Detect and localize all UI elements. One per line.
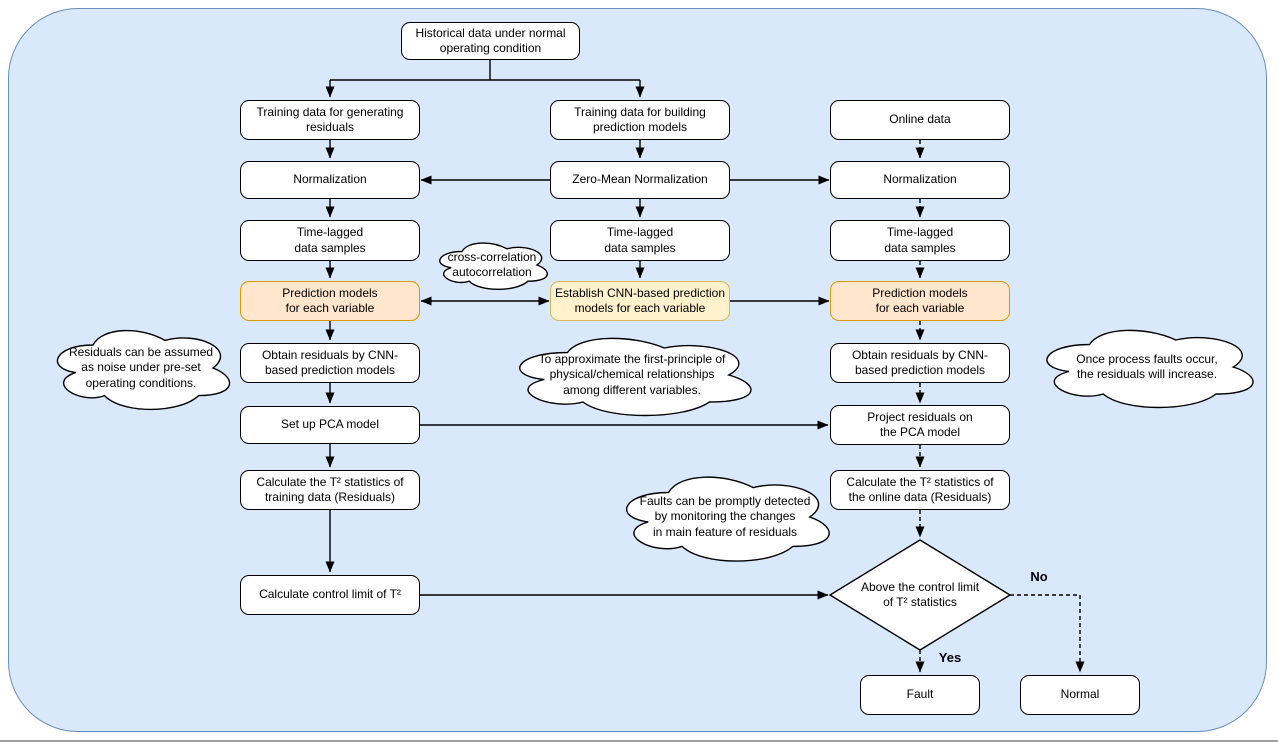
node-residuals-right: Obtain residuals by CNN- based predictio…: [830, 343, 1010, 383]
edge-label-no: No: [1030, 568, 1048, 584]
cloud-detect: Faults can be promptly detected by monit…: [639, 493, 811, 539]
cloud-increase: Once process faults occur, the residuals…: [1076, 351, 1218, 381]
cloud-correlation: cross-correlation autocorrelation: [447, 249, 537, 279]
node-establish-cnn: Establish CNN-based prediction models fo…: [550, 281, 730, 321]
node-lag-right: Time-lagged data samples: [830, 220, 1010, 261]
node-control-limit: Calculate control limit of T²: [240, 575, 420, 615]
node-residuals-left: Obtain residuals by CNN- based predictio…: [240, 343, 420, 383]
node-project-pca: Project residuals on the PCA model: [830, 405, 1010, 445]
node-normal: Normal: [1020, 675, 1140, 715]
node-norm-right: Normalization: [830, 161, 1010, 199]
node-decision: Above the control limit of T² statistics: [860, 579, 980, 609]
page-edge-line: [0, 740, 1278, 742]
node-pred-right: Prediction models for each variable: [830, 281, 1010, 321]
edge-label-yes: Yes: [938, 649, 962, 665]
node-online-data: Online data: [830, 100, 1010, 140]
node-lag-left: Time-lagged data samples: [240, 220, 420, 261]
node-train-models: Training data for building prediction mo…: [550, 100, 730, 140]
node-setup-pca: Set up PCA model: [240, 406, 420, 444]
cloud-approximate: To approximate the first-principle of ph…: [538, 351, 726, 397]
cloud-noise: Residuals can be assumed as noise under …: [68, 344, 214, 390]
node-norm-left: Normalization: [240, 161, 420, 199]
node-lag-mid: Time-lagged data samples: [550, 220, 730, 261]
node-t2-training: Calculate the T² statistics of training …: [240, 470, 420, 510]
node-t2-online: Calculate the T² statistics of the onlin…: [830, 470, 1010, 510]
node-fault: Fault: [860, 675, 980, 715]
node-pred-left: Prediction models for each variable: [240, 281, 420, 321]
node-train-residuals: Training data for generating residuals: [240, 100, 420, 140]
node-historical: Historical data under normal operating c…: [401, 22, 580, 60]
node-zero-mean-norm: Zero-Mean Normalization: [550, 161, 730, 199]
